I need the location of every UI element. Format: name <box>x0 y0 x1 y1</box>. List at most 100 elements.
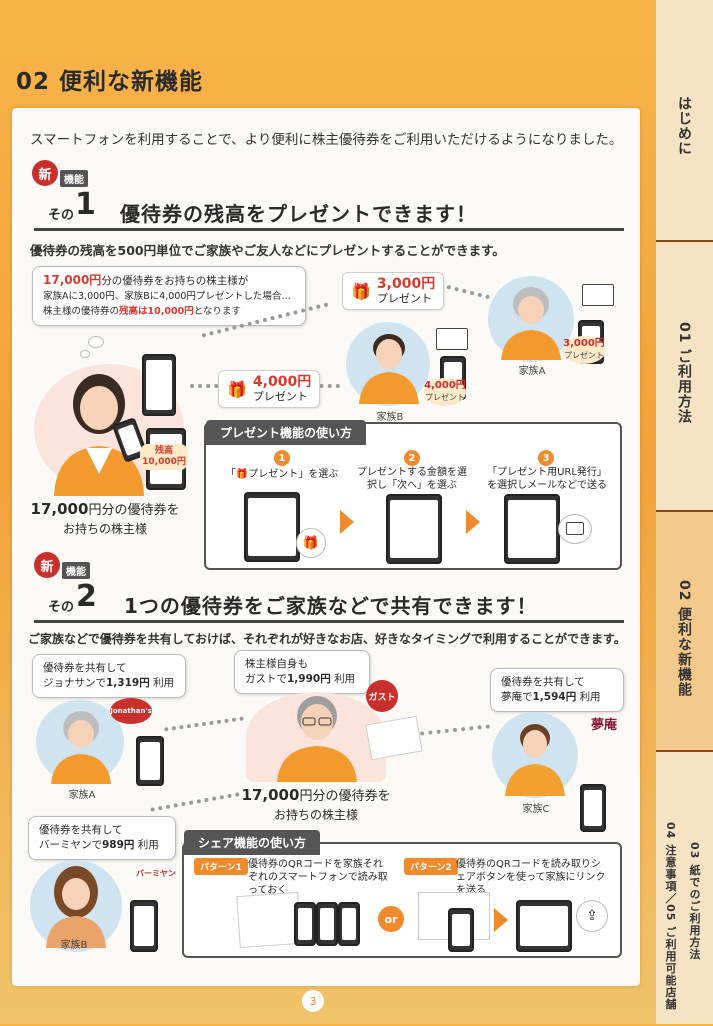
share-c-line1: 優待券を共有して <box>501 676 585 688</box>
share-icon[interactable]: ⇪ <box>576 900 608 932</box>
pattern-2-text: 優待券のQRコードを読み取りシェアボタンを使って家族にリンクを送る <box>456 859 606 896</box>
family-a-label: 家族A <box>518 366 546 377</box>
owner-phone-app <box>142 354 176 416</box>
feature-number-1: 1 <box>75 187 96 222</box>
step-1-phone <box>244 492 300 562</box>
family-b-amount-badge: 4,000円プレゼント <box>424 378 466 406</box>
gift-icon: 🎁 <box>227 379 247 399</box>
share-bubble-a: 優待券を共有して ジョナサンで1,319円 利用 <box>32 654 186 698</box>
new-badge-2: 新 <box>34 552 60 578</box>
side-tabs: はじめに 01 ご利用方法 02 便利な新機能 03 紙でのご利用方法 04 注… <box>656 0 713 1024</box>
share-family-b-illustration <box>46 866 106 948</box>
mail-share-circle <box>558 514 592 544</box>
balance-label: 残高 <box>154 446 173 456</box>
chevron-right-icon <box>466 510 480 534</box>
mail-icon <box>436 328 468 350</box>
family-b-label: 家族B <box>376 412 404 423</box>
feature-sono-2: その <box>48 600 75 615</box>
or-badge: or <box>378 906 404 932</box>
share-owner-use: 利用 <box>334 673 356 685</box>
tab-new-features-label: 02 便利な新機能 <box>676 580 692 698</box>
feature-title-2: 1つの優待券をご家族などで共有できます！ <box>124 594 538 618</box>
pattern-1-tag: パターン1 <box>194 858 248 875</box>
chevron-right-icon <box>340 510 354 534</box>
owner-amount-1: 17,000 <box>30 500 89 518</box>
share-b-use: 利用 <box>137 839 159 851</box>
tab-usage-label: 01 ご利用方法 <box>676 322 692 425</box>
family-a-amount-label: プレゼント <box>564 351 604 360</box>
balance-amount: 10,000円 <box>142 457 186 467</box>
bubble-tail-2 <box>80 350 90 358</box>
share-family-a-phone <box>136 736 164 786</box>
share-a-amount: 1,319円 <box>106 677 150 689</box>
step-2-text: プレゼントする金額を選択し「次へ」を選ぶ <box>357 467 467 491</box>
pattern-1-phone-2 <box>316 902 338 946</box>
pattern-2-phone <box>448 908 474 952</box>
share-family-b-label: 家族B <box>60 940 88 951</box>
feature-tag-1: 機能 <box>60 170 88 187</box>
paper-voucher-qr <box>236 891 302 949</box>
share-bubble-b: 優待券を共有して バーミヤンで989円 利用 <box>28 816 176 860</box>
bubble-line3a: 株主様の優待券の <box>43 306 120 317</box>
page-number: 3 <box>302 990 324 1012</box>
bubble-remaining: 残高は10,000円 <box>119 306 194 317</box>
tab-usage[interactable]: 01 ご利用方法 <box>656 240 713 512</box>
feature-sono-1: その <box>48 208 75 223</box>
share-family-c-phone <box>580 784 606 832</box>
step-2-number: 2 <box>404 450 420 466</box>
family-a-amount-badge: 3,000円プレゼント <box>562 336 606 364</box>
owner-caption-2: 17,000円分の優待券を お持ちの株主様 <box>236 786 396 824</box>
family-b-amount: 4,000円 <box>424 380 466 391</box>
present-example-bubble: 17,000円分の優待券をお持ちの株主様が 家族Aに3,000円、家族Bに4,0… <box>32 266 306 326</box>
tab-notes-label: 04 注意事項／05 ご利用可能店舗 <box>664 822 677 1011</box>
gusto-logo: ガスト <box>366 680 398 712</box>
feature-rule-2 <box>34 620 624 623</box>
feature-number-2: 2 <box>76 579 97 614</box>
bamiyan-logo: バーミヤン <box>136 868 176 878</box>
share-b-amount: 989円 <box>102 839 135 851</box>
bubble-line3c: となります <box>193 306 241 317</box>
bubble-line2: 家族Aに3,000円、家族Bに4,000円プレゼントした場合… <box>43 291 291 302</box>
step-1-number: 1 <box>274 450 290 466</box>
pattern-1-text: 優待券のQRコードを家族それぞれのスマートフォンで読み取っておく <box>248 859 388 896</box>
gift-3000: 🎁 3,000円プレゼント <box>342 272 445 310</box>
step-3-number: 3 <box>538 450 554 466</box>
feature-title-1: 優待券の残高をプレゼントできます！ <box>120 202 477 226</box>
bubble-tail-1 <box>88 336 104 348</box>
owner-caption-1: 17,000円分の優待券を お持ちの株主様 <box>30 500 180 538</box>
intro-text: スマートフォンを利用することで、より便利に株主優待券をご利用いただけるようになり… <box>30 132 623 148</box>
bubble-total: 17,000円 <box>43 273 102 287</box>
share-family-c-illustration <box>505 724 565 796</box>
owner-text-1c: お持ちの株主様 <box>62 522 147 536</box>
tab-paper-label: 03 紙でのご利用方法 <box>688 842 701 961</box>
present-howto-title: プレゼント機能の使い方 <box>206 420 367 445</box>
gift-3000-label: プレゼント <box>376 292 432 305</box>
share-howto-title: シェア機能の使い方 <box>184 830 321 855</box>
gift-3000-amount: 3,000円 <box>376 276 436 292</box>
pattern-2-tag: パターン2 <box>404 858 458 875</box>
owner-amount-2: 17,000 <box>241 786 300 804</box>
feature-desc-2: ご家族などで優待券を共有しておけば、それぞれが好きなお店、好きなタイミングで利用… <box>28 632 626 646</box>
feature-tag-2: 機能 <box>62 562 90 579</box>
pattern-1-phone-1 <box>294 902 316 946</box>
tab-intro[interactable]: はじめに <box>656 0 713 240</box>
owner-text-2c: お持ちの株主様 <box>273 808 358 822</box>
owner-text-1b: 円分の優待券を <box>88 503 180 518</box>
pattern-1-phone-3 <box>338 902 360 946</box>
step-3-text: 「プレゼント用URL発行」を選択しメールなどで送る <box>487 467 607 491</box>
tab-paper[interactable]: 03 紙でのご利用方法 04 注意事項／05 ご利用可能店舗 <box>656 750 713 1026</box>
tab-intro-label: はじめに <box>676 96 692 156</box>
step-3-phone <box>504 494 560 564</box>
feature-rule-1 <box>34 228 624 231</box>
jonathans-logo: Jonathan's <box>110 698 152 724</box>
pattern-2-phone-screen <box>516 900 572 952</box>
mail-icon <box>582 284 614 306</box>
share-bubble-owner: 株主様自身も ガストで1,990円 利用 <box>234 650 370 694</box>
mail-icon <box>566 522 584 535</box>
share-a-use: 利用 <box>153 677 175 689</box>
share-b-line1: 優待券を共有して <box>39 824 123 836</box>
share-c-use: 利用 <box>579 691 601 703</box>
chevron-right-icon <box>494 908 508 932</box>
share-family-a-illustration <box>51 711 111 784</box>
tab-new-features[interactable]: 02 便利な新機能 <box>656 510 713 752</box>
